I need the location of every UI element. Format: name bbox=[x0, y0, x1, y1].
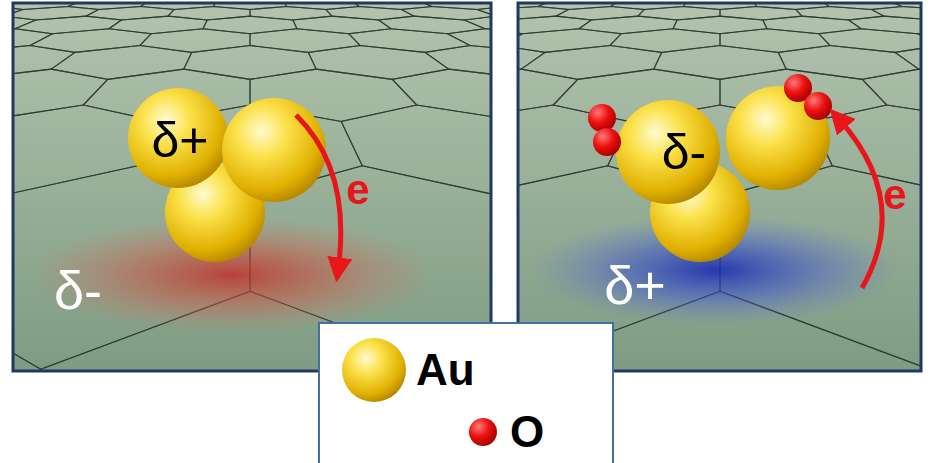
gold-atom bbox=[616, 100, 720, 204]
legend-samples bbox=[320, 324, 612, 463]
charge-label: δ- bbox=[54, 263, 102, 317]
graphene-hexagon bbox=[862, 69, 921, 121]
electron-label: e bbox=[883, 174, 906, 216]
graphene-hexagon bbox=[30, 29, 151, 53]
graphene-hexagon bbox=[521, 45, 662, 79]
charge-label: δ+ bbox=[604, 258, 666, 312]
graphene-hexagon bbox=[518, 105, 629, 197]
gold-atom bbox=[222, 98, 326, 202]
graphene-ground bbox=[13, 3, 491, 371]
graphene-hexagon bbox=[518, 69, 578, 121]
oxygen-atom bbox=[588, 104, 616, 132]
gold-atom bbox=[128, 88, 228, 188]
panel-frame bbox=[13, 3, 491, 371]
graphene-hexagon bbox=[51, 45, 192, 79]
gold-sample bbox=[342, 338, 406, 402]
graphene-hexagon bbox=[13, 29, 52, 53]
oxygen-atom bbox=[804, 92, 832, 120]
electron-transfer-arrow bbox=[838, 118, 882, 288]
oxygen-atom bbox=[593, 128, 621, 156]
panel-frame bbox=[518, 3, 921, 371]
charge-label: δ- bbox=[662, 127, 706, 177]
legend-box: AuO bbox=[318, 322, 614, 463]
graphene-hexagon bbox=[349, 29, 470, 53]
graphene-ground bbox=[518, 3, 921, 371]
electron-label: e bbox=[346, 169, 369, 211]
graphene-hexagon bbox=[448, 29, 491, 53]
legend-label: O bbox=[510, 410, 544, 454]
graphene-hexagon bbox=[308, 45, 449, 79]
legend-label: Au bbox=[416, 348, 475, 392]
electron-transfer-arrow bbox=[296, 115, 341, 270]
charge-label: δ+ bbox=[151, 115, 208, 165]
oxygen-sample bbox=[469, 418, 497, 446]
graphene-hexagon bbox=[13, 291, 41, 371]
